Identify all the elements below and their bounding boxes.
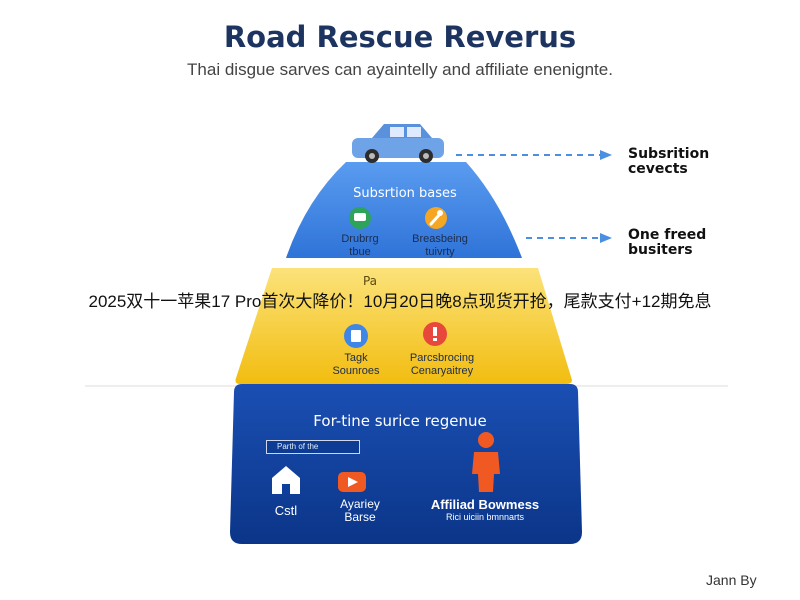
tier-top-item-1-line2: tbue <box>349 246 371 258</box>
page-subtitle: Thai disgue sarves can ayaintelly and af… <box>187 60 613 79</box>
arrow-to-business <box>526 233 612 243</box>
side-label-subscription: Subsrition cevects <box>628 147 709 177</box>
tier-middle-item-2-line1: Parcsbrocing <box>409 352 475 364</box>
tier-bottom-item-2-line2: Barse <box>344 510 376 524</box>
page-title: Road Rescue Reverus <box>223 20 577 54</box>
side-label-subscription-line1: Subsrition <box>628 146 710 162</box>
tier-top-item-1-line1: Drubrrg <box>341 233 379 245</box>
tier-top-shape <box>286 162 522 258</box>
side-label-business-line1: One freed <box>628 227 707 243</box>
tier-middle-shape <box>235 268 572 384</box>
tier-bottom-item-2-line1: Ayariey <box>340 497 380 511</box>
tier-bottom-input[interactable]: Parth of the <box>266 440 360 454</box>
side-label-subscription-line2: cevects <box>628 161 688 177</box>
house-icon <box>272 466 300 494</box>
car-icon <box>352 124 444 163</box>
alert-icon <box>423 322 447 346</box>
tier-middle-item-1-label: Tagk Sounroes <box>320 352 392 378</box>
tier-bottom-title: For-tine surice regenue <box>313 412 487 430</box>
tier-bottom-shape <box>230 384 582 544</box>
tier-middle-item-1-line1: Tagk <box>344 352 368 364</box>
tier-bottom-item-2-label: Ayariey Barse <box>322 498 398 524</box>
tier-middle-title: Pa <box>362 274 378 288</box>
side-label-business: One freed busiters <box>628 228 706 258</box>
tier-middle-item-2-label: Parcsbrocing Cenaryaitrey <box>394 352 490 378</box>
arrow-to-subscription <box>456 150 612 160</box>
tier-top-item-1-label: Drubrrg tbue <box>325 233 395 259</box>
tier-bottom-item-3-label: Affiliad Bowmess Rici uiciin bmnnarts <box>410 498 560 524</box>
overlay-banner-text[interactable]: 2025双十一苹果17 Pro首次大降价！10月20日晚8点现货开抢，尾款支付+… <box>88 292 712 311</box>
person-icon <box>472 432 500 492</box>
credit-text: Jann By <box>706 572 757 588</box>
tier-bottom-item-1-label: Cstl <box>256 504 316 517</box>
tier-bottom-item-3-line1: Affiliad Bowmess <box>430 497 540 512</box>
wrench-icon <box>425 207 447 229</box>
tier-middle-item-2-line2: Cenaryaitrey <box>410 365 474 377</box>
chat-icon <box>349 207 371 229</box>
play-icon <box>338 472 366 492</box>
side-label-business-line2: busiters <box>628 242 693 258</box>
tier-top-title: Subsrtion bases <box>353 186 457 201</box>
document-icon <box>344 324 368 348</box>
tier-bottom-item-3-line2: Rici uiciin bmnnarts <box>445 512 525 522</box>
tier-top-item-2-line1: Breasbeing <box>412 233 468 245</box>
tier-top-item-2-label: Breasbeing tuivrty <box>400 233 480 259</box>
tier-bottom-item-1-line1: Cstl <box>274 503 298 518</box>
tier-middle-item-1-line2: Sounroes <box>332 365 380 377</box>
tier-top-item-2-line2: tuivrty <box>425 246 455 258</box>
